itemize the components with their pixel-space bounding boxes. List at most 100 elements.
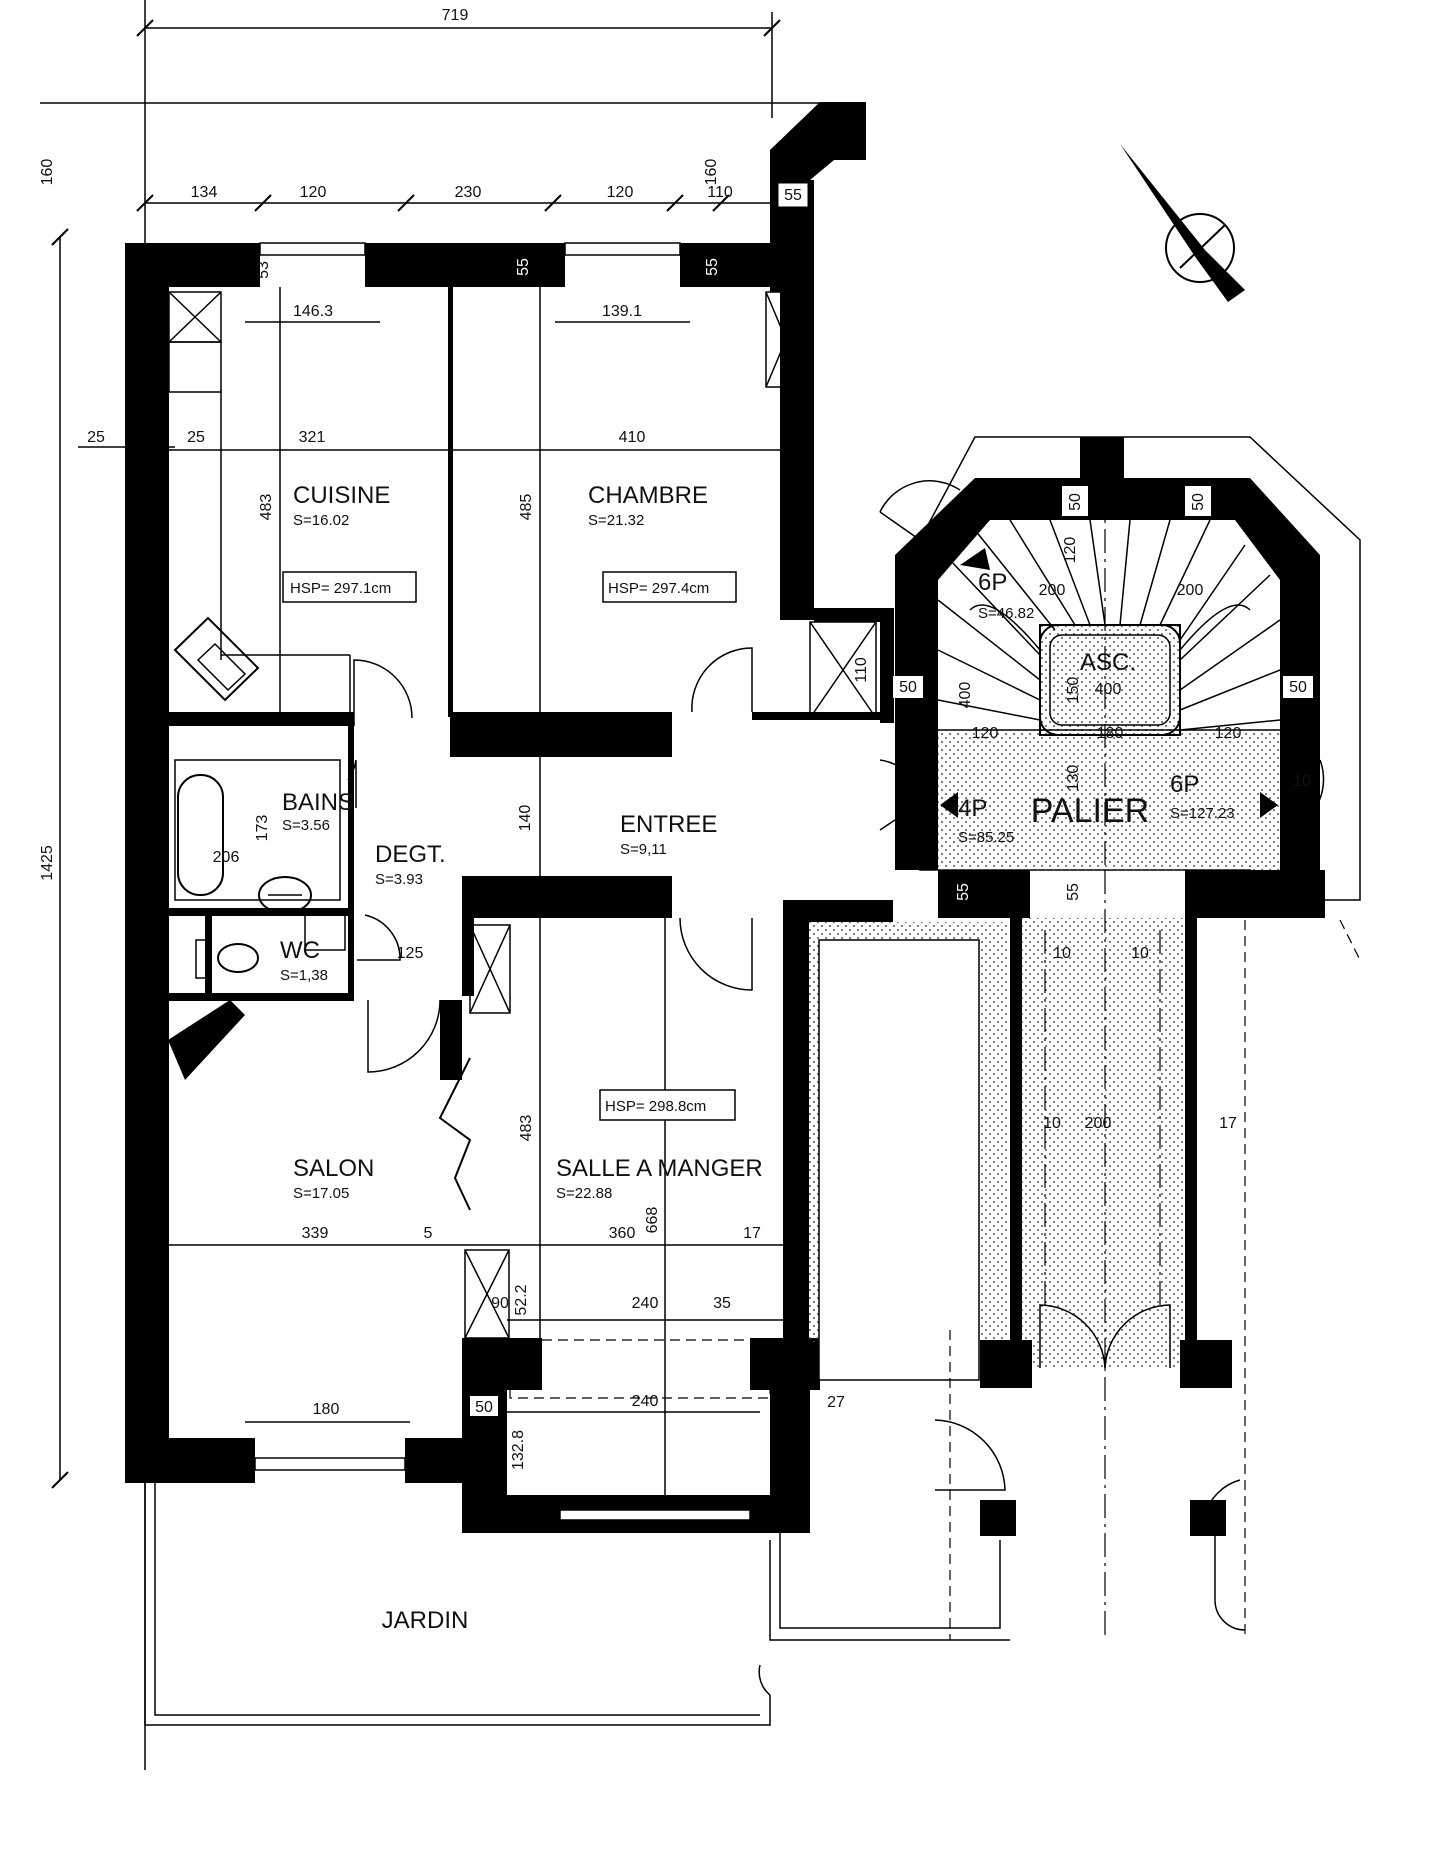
- chambre-name: CHAMBRE: [588, 482, 708, 509]
- salon-area: S=17.05: [293, 1185, 349, 1202]
- dim-160b: 160: [703, 159, 720, 186]
- dim-wall-55b: 55: [704, 258, 721, 276]
- asc-name: ASC.: [1080, 649, 1136, 676]
- bains-name: BAINS: [282, 789, 354, 816]
- palier-6p-area: S=127.23: [1170, 805, 1235, 822]
- dim-stair-120: 120: [1062, 537, 1079, 564]
- dim-stair-200a: 200: [1039, 582, 1066, 599]
- dim-sam-90: 90: [491, 1295, 509, 1312]
- dim-stair-400a: 400: [957, 682, 974, 709]
- dim-left-160: 160: [39, 159, 56, 186]
- dim-bay-27: 27: [827, 1394, 845, 1411]
- dim-sam-17: 17: [743, 1225, 761, 1242]
- dim-hall-10c: 10: [1043, 1115, 1061, 1132]
- dim-sam-240a: 240: [632, 1295, 659, 1312]
- dim-134: 134: [191, 184, 218, 201]
- dim-stair-50a: 50: [1067, 493, 1084, 511]
- degt-name: DEGT.: [375, 841, 446, 868]
- dim-bains-173: 173: [254, 815, 271, 842]
- cuisine-area: S=16.02: [293, 512, 349, 529]
- dim-cuisine-146: 146.3: [293, 303, 333, 320]
- dim-asc-400: 400: [1095, 681, 1122, 698]
- dim-chambre-410: 410: [619, 429, 646, 446]
- dim-chambre-485: 485: [518, 494, 535, 521]
- jardin-name: JARDIN: [382, 1607, 469, 1634]
- dim-wall-55a: 55: [515, 258, 532, 276]
- dim-hall-200: 200: [1085, 1115, 1112, 1132]
- dim-bay-132: 132.8: [510, 1430, 527, 1470]
- palier-6p-label: 6P: [1170, 771, 1199, 798]
- dim-palier-130: 130: [1065, 765, 1082, 792]
- dim-salon-5: 5: [424, 1225, 433, 1242]
- chambre-area: S=21.32: [588, 512, 644, 529]
- dim-bay-50: 50: [475, 1399, 493, 1416]
- bains-area: S=3.56: [282, 817, 330, 834]
- stair-6p-area: S=46.82: [978, 605, 1034, 622]
- dim-left-25: 25: [87, 429, 105, 446]
- dim-salon-180: 180: [313, 1401, 340, 1418]
- entree-name: ENTREE: [620, 811, 717, 838]
- dim-hall-55b: 55: [1065, 883, 1082, 901]
- kitchen-fixtures: [168, 291, 877, 719]
- cuisine-name: CUISINE: [293, 482, 390, 509]
- dim-stair-50c: 50: [899, 679, 917, 696]
- bathtub-icon: [177, 774, 224, 896]
- room-labels: CUISINE S=16.02 HSP= 297.1cm CHAMBRE S=2…: [280, 482, 1235, 1634]
- sam-name: SALLE A MANGER: [556, 1155, 763, 1182]
- dim-cuisine-483: 483: [258, 494, 275, 521]
- salon-name: SALON: [293, 1155, 374, 1182]
- dim-hall-17: 17: [1219, 1115, 1237, 1132]
- dim-chambre-139: 139.1: [602, 303, 642, 320]
- wc-name: WC: [280, 937, 320, 964]
- dim-sam-52: 52.2: [513, 1284, 530, 1315]
- dim-cuisine-53: 53: [255, 261, 272, 279]
- stair-6p-label: 6P: [978, 569, 1007, 596]
- dim-120a: 120: [300, 184, 327, 201]
- apartment-walls: [125, 102, 894, 1533]
- dim-hall-10a: 10: [1053, 945, 1071, 962]
- dim-stair-200b: 200: [1177, 582, 1204, 599]
- dim-wall-55c: 55: [784, 187, 802, 204]
- dim-stair-50b: 50: [1190, 493, 1207, 511]
- dim-salon-339: 339: [302, 1225, 329, 1242]
- bathroom-fixtures: [174, 759, 346, 979]
- interior-lines: [169, 287, 783, 1510]
- dim-hall-10b: 10: [1131, 945, 1149, 962]
- dim-cuisine-321: 321: [299, 429, 326, 446]
- palier-4p-area: S=85.25: [958, 829, 1014, 846]
- degt-area: S=3.93: [375, 871, 423, 888]
- garden-outline: [144, 1483, 771, 1726]
- dim-110: 110: [707, 184, 733, 201]
- palier-4p-label: 4P: [958, 795, 987, 822]
- north-arrow-icon: [1120, 144, 1245, 302]
- dim-asc-150: 150: [1065, 677, 1082, 704]
- cuisine-hsp-box: [282, 571, 417, 603]
- dim-inner-25: 25: [187, 429, 205, 446]
- washbasin-icon: [258, 876, 312, 914]
- dim-top-total: 719: [442, 7, 469, 24]
- doors: [347, 647, 753, 1339]
- dim-stair-50d: 50: [1289, 679, 1307, 696]
- sam-hsp: HSP= 298.8cm: [605, 1098, 706, 1115]
- dim-sam-668: 668: [644, 1207, 661, 1234]
- dim-hall-55a: 55: [955, 883, 972, 901]
- dim-120b: 120: [607, 184, 634, 201]
- dim-sam-35: 35: [713, 1295, 731, 1312]
- dim-left-total: 1425: [39, 845, 56, 881]
- dim-stair-120b: 120: [972, 725, 999, 742]
- dim-asc-180: 180: [1097, 725, 1124, 742]
- dim-wc-125: 125: [397, 945, 424, 962]
- dim-bay-240: 240: [632, 1393, 659, 1410]
- chambre-hsp-box: [602, 571, 737, 603]
- dim-bains-206: 206: [213, 849, 240, 866]
- wc-area: S=1,38: [280, 967, 328, 984]
- dim-sam-360: 360: [609, 1225, 636, 1242]
- dim-palier-10r: 10: [1293, 773, 1311, 790]
- dimension-labels: 719 160 134 120 230 120 110 160 1425 25 …: [39, 7, 1313, 1470]
- sink-icon: [173, 616, 260, 702]
- dim-stair-120c: 120: [1215, 725, 1242, 742]
- entree-area: S=9,11: [620, 841, 667, 858]
- dim-entree-140: 140: [517, 805, 534, 832]
- windows: [254, 242, 751, 1521]
- common-hall: [769, 870, 1246, 1641]
